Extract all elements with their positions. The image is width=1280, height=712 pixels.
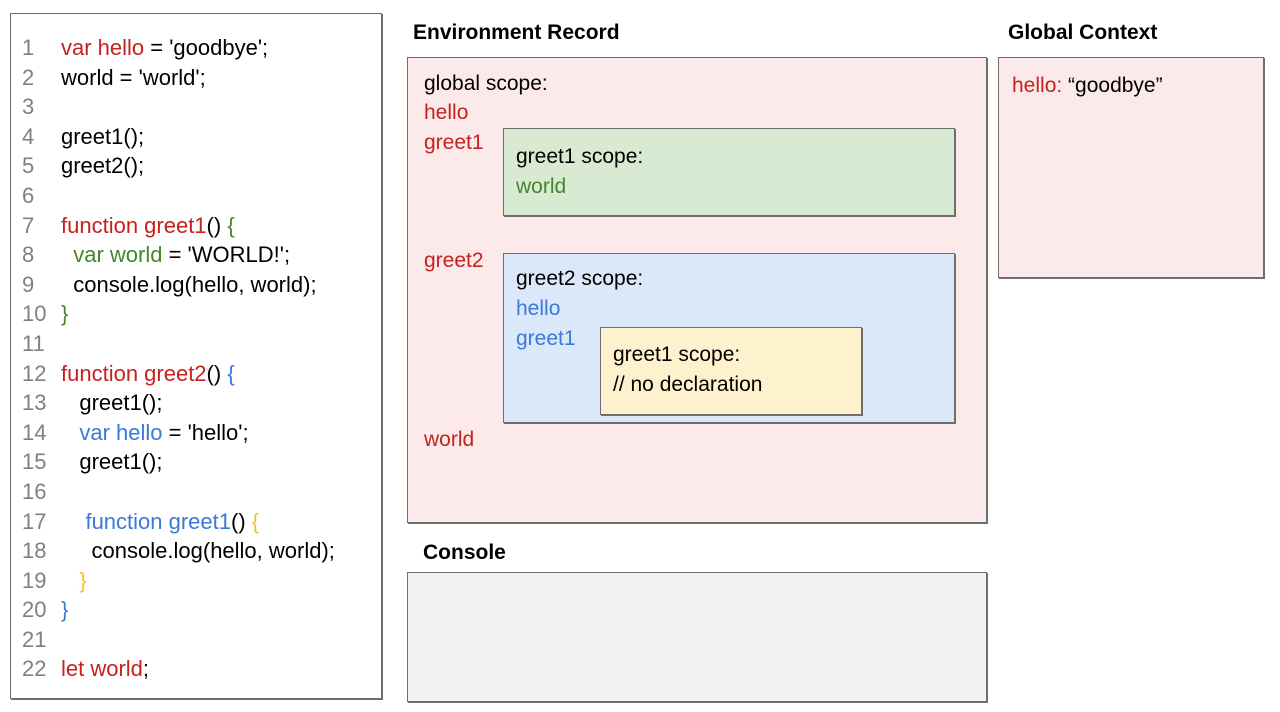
code-text: greet1(); xyxy=(61,390,163,416)
greet2-scope-var-greet1: greet1 xyxy=(516,327,576,350)
code-text xyxy=(61,92,381,122)
global-context-entry-key: hello: xyxy=(1012,74,1063,97)
global-context-box: hello: “goodbye” xyxy=(998,57,1264,278)
inner-greet1-scope-comment: // no declaration xyxy=(613,373,763,396)
code-line: 20} xyxy=(11,595,381,625)
code-text xyxy=(61,625,381,655)
code-line: 13 greet1(); xyxy=(11,388,381,418)
code-line: 18 console.log(hello, world); xyxy=(11,536,381,566)
global-context-title: Global Context xyxy=(1008,21,1158,44)
greet2-scope-box: greet2 scope: hello greet1 greet1 scope:… xyxy=(503,253,955,423)
code-line: 3 xyxy=(11,92,381,122)
code-lines: 1 var hello = 'goodbye'; 2 world = 'world';… xyxy=(11,33,381,684)
line-number: 7 xyxy=(22,212,35,238)
line-number: 10 xyxy=(22,301,47,327)
code-text: } xyxy=(61,301,69,327)
line-number: 12 xyxy=(22,360,47,386)
code-line: 8 var world = 'WORLD!'; xyxy=(11,240,381,270)
global-scope-box: global scope: hello greet1 greet2 world … xyxy=(407,57,987,523)
code-line: 15 greet1(); xyxy=(11,447,381,477)
code-line: 10} xyxy=(11,299,381,329)
code-text: greet1(); xyxy=(61,123,145,149)
code-text: var hello = 'hello'; xyxy=(79,419,249,445)
line-number: 18 xyxy=(22,538,47,564)
line-number: 8 xyxy=(22,242,35,268)
global-var-greet2: greet2 xyxy=(424,249,484,272)
line-number: 5 xyxy=(22,153,35,179)
code-text: console.log(hello, world); xyxy=(61,538,335,564)
line-number: 14 xyxy=(22,419,47,445)
code-text: var world = 'WORLD!'; xyxy=(73,242,291,268)
global-var-hello: hello xyxy=(424,101,469,124)
greet2-scope-label: greet2 scope: xyxy=(516,267,644,290)
code-line: 12 function greet2() { xyxy=(11,359,381,389)
greet1-scope-label: greet1 scope: xyxy=(516,145,644,168)
code-line: 1 var hello = 'goodbye'; xyxy=(11,33,381,63)
line-number: 9 xyxy=(22,271,35,297)
line-number: 22 xyxy=(22,656,47,682)
environment-record-title: Environment Record xyxy=(413,21,620,44)
global-var-world: world xyxy=(424,428,475,451)
code-line: 17 function greet1() { xyxy=(11,507,381,537)
code-line: 19 } xyxy=(11,566,381,596)
line-number: 13 xyxy=(22,390,47,416)
code-line: 9 console.log(hello, world); xyxy=(11,270,381,300)
line-number: 2 xyxy=(22,64,35,90)
code-text: var hello = 'goodbye'; xyxy=(61,35,269,60)
code-text: } xyxy=(61,597,69,623)
code-text: greet2(); xyxy=(61,153,145,179)
greet1-scope-var-world: world xyxy=(516,175,567,198)
code-line: 16 xyxy=(11,477,381,507)
code-line: 14 var hello = 'hello'; xyxy=(11,418,381,448)
code-text: let world; xyxy=(61,656,150,682)
inner-greet1-scope-label: greet1 scope: xyxy=(613,343,741,366)
code-line: 21 xyxy=(11,625,381,655)
greet2-scope-var-hello: hello xyxy=(516,297,561,320)
line-number: 20 xyxy=(22,597,47,623)
line-number: 4 xyxy=(22,123,35,149)
global-scope-label: global scope: xyxy=(424,72,548,95)
code-text: world = 'world'; xyxy=(61,64,206,90)
code-text: function greet1() { xyxy=(85,508,260,534)
code-panel: 1 var hello = 'goodbye'; 2 world = 'world';… xyxy=(10,13,382,699)
code-line: 11 xyxy=(11,329,381,359)
line-number: 6 xyxy=(22,182,35,208)
line-number: 17 xyxy=(22,508,47,534)
line-number: 16 xyxy=(22,478,47,504)
greet1-scope-box: greet1 scope: world xyxy=(503,128,955,216)
line-number: 11 xyxy=(22,330,45,356)
code-line: 22 let world; xyxy=(11,654,381,684)
console-output-box xyxy=(407,572,987,702)
code-text: console.log(hello, world); xyxy=(61,271,317,297)
code-line: 5 greet2(); xyxy=(11,151,381,181)
inner-greet1-scope-box: greet1 scope: // no declaration xyxy=(600,327,862,415)
code-line: 7 function greet1() { xyxy=(11,211,381,241)
line-number: 15 xyxy=(22,449,47,475)
line-number: 1 xyxy=(22,35,35,60)
code-text xyxy=(61,329,381,359)
code-text: } xyxy=(61,567,87,593)
line-number: 21 xyxy=(22,626,47,652)
code-line: 6 xyxy=(11,181,381,211)
code-line: 2 world = 'world'; xyxy=(11,63,381,93)
code-text xyxy=(61,477,381,507)
line-number: 19 xyxy=(22,567,47,593)
code-text: function greet2() { xyxy=(61,360,235,386)
global-var-greet1: greet1 xyxy=(424,131,484,154)
line-number: 3 xyxy=(22,94,35,120)
code-text: greet1(); xyxy=(61,449,163,475)
global-context-entry-value: “goodbye” xyxy=(1068,74,1163,97)
code-line: 4 greet1(); xyxy=(11,122,381,152)
console-title: Console xyxy=(423,541,506,564)
code-text: function greet1() { xyxy=(61,212,235,238)
code-text xyxy=(61,181,381,211)
